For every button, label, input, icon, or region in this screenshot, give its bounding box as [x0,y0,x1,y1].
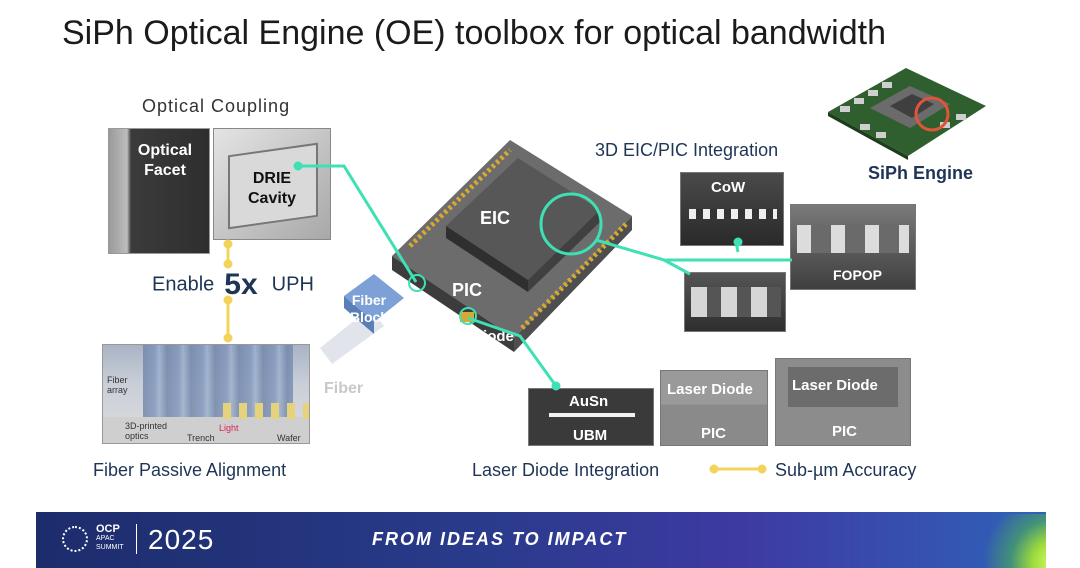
footer-banner: OCP APAC SUMMIT 2025 FROM IDEAS TO IMPAC… [36,512,1046,568]
cow-label: CoW [711,179,746,196]
slide-title: SiPh Optical Engine (OE) toolbox for opt… [62,14,887,52]
sub-um-accuracy-label: Sub-µm Accuracy [775,460,917,480]
trench-label: Trench [187,433,215,443]
fiber-array-label: Fiber array [107,375,128,395]
laser-diode-chip-label: Laser Diode [428,328,514,345]
laser-diode-label-2: Laser Diode [792,377,878,394]
pic-label-1: PIC [701,425,727,442]
fopop-photo: FOPOP [790,204,916,290]
optical-facet-photo: Optical Facet [108,128,210,254]
ocp-wordmark: OCP APAC SUMMIT [96,524,132,552]
eic-pic-heading: 3D EIC/PIC Integration [595,140,779,160]
laser-diode-photo-2: Laser Diode PIC [775,358,911,446]
fiber-label: Fiber [324,380,364,397]
laser-diode-label-1: Laser Diode [667,381,753,398]
optical-coupling-heading: Optical Coupling [142,96,291,116]
fopop-label: FOPOP [833,267,883,283]
footer-divider [136,524,137,554]
optical-facet-label: Optical Facet [137,142,193,179]
ocp-org-sub: APAC SUMMIT [96,535,124,551]
fiber-alignment-heading: Fiber Passive Alignment [93,460,287,480]
bump-cross-section-photo [684,272,786,332]
printed-optics-label: 3D-printed optics [125,421,168,441]
ocp-logo-icon [62,526,88,552]
fiber-array-photo: Fiber array 3D-printed optics Trench Lig… [102,344,310,444]
siph-engine-heading: SiPh Engine [868,163,974,183]
eic-label: EIC [480,208,511,228]
ausn-photo: AuSn UBM [528,388,654,446]
oe-package-illustration [320,140,632,364]
starburst-decoration [956,514,1046,568]
ubm-label: UBM [573,427,608,444]
laser-diode-photo-1: Laser Diode PIC [660,370,768,446]
footer-slogan: FROM IDEAS TO IMPACT [372,529,628,549]
cow-photo: CoW [680,172,784,246]
fiber-block-label: Fiber Block [349,292,389,325]
footer-year: 2025 [148,524,215,555]
ausn-label: AuSn [569,393,609,410]
laser-diode-integration-heading: Laser Diode Integration [472,460,660,480]
light-label: Light [219,423,239,433]
ocp-org: OCP [96,523,120,535]
wafer-label: Wafer [277,433,301,443]
pic-label-2: PIC [832,423,858,440]
uph-multiplier: 5x [224,268,258,301]
pic-label: PIC [452,280,483,300]
siph-engine-illustration [828,68,986,160]
enable-text: Enable [152,273,215,296]
drie-cavity-label: DRIE Cavity [247,170,297,207]
